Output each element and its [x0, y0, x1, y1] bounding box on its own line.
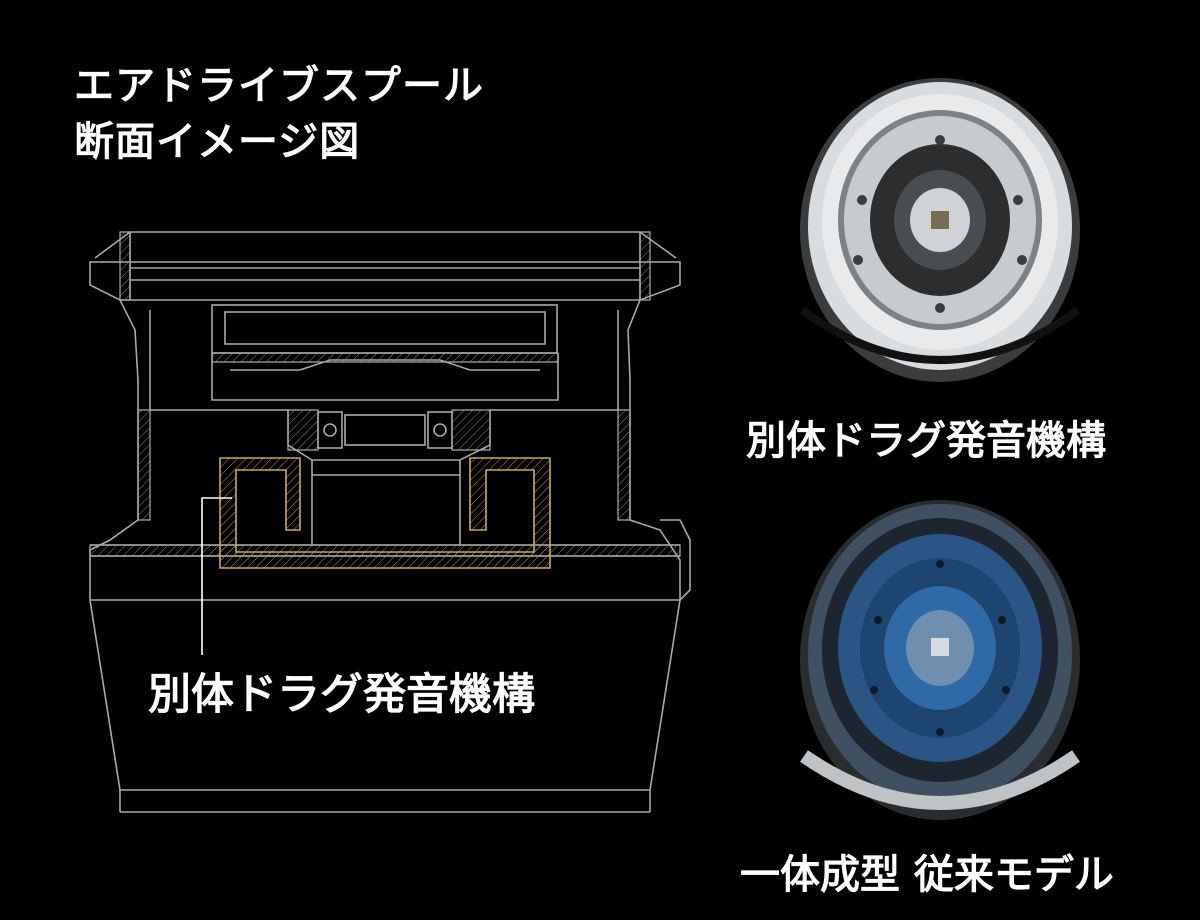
bearing-right: [427, 411, 453, 449]
drag-mechanism-callout-label: 別体ドラグ発音機構: [148, 670, 535, 720]
spool-top-rim: [94, 231, 677, 259]
spool-outer-wall-right: [627, 299, 681, 812]
diagram-title: エアドライブスプール 断面イメージ図: [74, 58, 484, 170]
bottom-photo-caption: 一体成型 従来モデル: [740, 852, 1114, 898]
callout-leader-line: [201, 497, 232, 655]
top-photo-caption: 別体ドラグ発音機構: [746, 418, 1106, 464]
spool-outer-wall-left: [89, 299, 139, 812]
bearing-left: [317, 411, 343, 449]
title-line-1: エアドライブスプール: [74, 63, 484, 109]
top-spool-photo: [799, 78, 1081, 382]
title-line-2: 断面イメージ図: [74, 119, 361, 165]
bottom-spool-photo: [800, 500, 1080, 820]
drag-sound-mechanism-highlight: [219, 457, 551, 569]
